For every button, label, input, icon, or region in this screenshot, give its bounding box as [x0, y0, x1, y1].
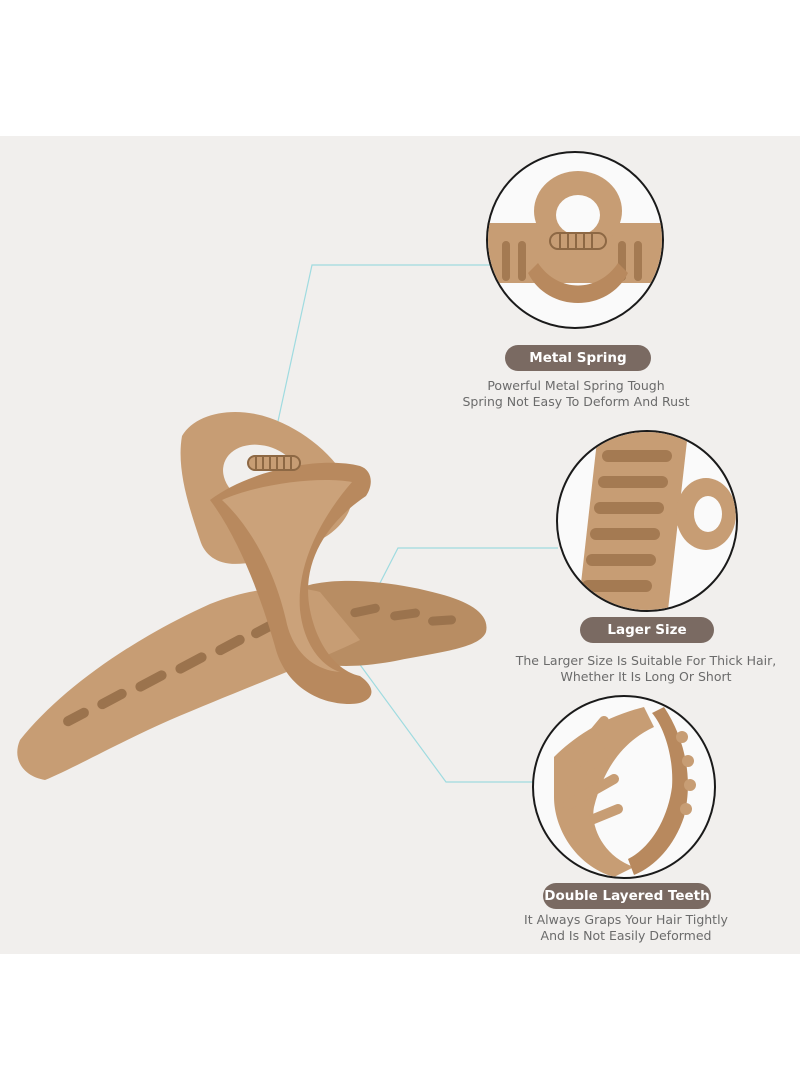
feature-desc-line: Powerful Metal Spring Tough [487, 378, 665, 393]
clip-size-closeup-icon [556, 430, 738, 612]
hair-claw-clip-icon [17, 412, 487, 780]
feature-title-lager-size: Lager Size [580, 617, 714, 643]
metal-spring-closeup-icon [486, 151, 664, 329]
feature-desc-lager-size: The Larger Size Is Suitable For Thick Ha… [512, 653, 780, 685]
feature-desc-line: It Always Graps Your Hair Tightly [524, 912, 728, 927]
feature-desc-line: And Is Not Easily Deformed [540, 928, 712, 943]
clip-teeth-closeup-icon [532, 695, 716, 879]
callout-line-spring [269, 264, 492, 459]
callout-line-teeth [357, 661, 535, 783]
feature-desc-metal-spring: Powerful Metal Spring Tough Spring Not E… [440, 378, 712, 410]
feature-desc-line: The Larger Size Is Suitable For Thick Ha… [515, 653, 777, 668]
feature-desc-line: Whether It Is Long Or Short [560, 669, 732, 684]
feature-desc-line: Spring Not Easy To Deform And Rust [462, 394, 690, 409]
spring-coil [247, 455, 301, 471]
feature-desc-double-layered-teeth: It Always Graps Your Hair Tightly And Is… [492, 912, 760, 944]
feature-title-metal-spring: Metal Spring [505, 345, 651, 371]
feature-title-double-layered-teeth: Double Layered Teeth [543, 883, 711, 909]
